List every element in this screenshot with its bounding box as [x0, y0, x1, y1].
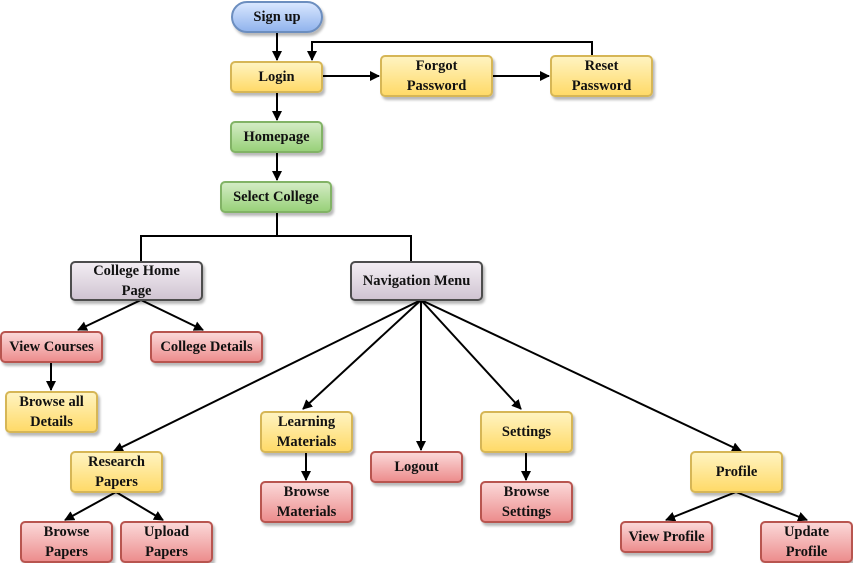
edge-navmenu-to-profile: [420, 299, 742, 452]
node-box-browsealldetails: [5, 391, 98, 433]
edge-navmenu-to-settings: [420, 299, 522, 410]
node-box-forgot: [380, 55, 493, 97]
node-label-collegehome-1: College Home: [93, 263, 180, 279]
node-label-forgot-2: Password: [407, 78, 467, 94]
node-box-collegedetails: [150, 331, 263, 363]
node-label-browsematerials-1: Browse: [284, 484, 330, 500]
node-box-login: [230, 61, 323, 93]
edge-collegehome-to-viewcourses: [77, 299, 142, 331]
node-label-homepage: Homepage: [243, 129, 310, 145]
edge-profile-to-viewprofile: [665, 491, 737, 522]
node-selectcollege: Select College: [220, 181, 332, 213]
node-label-research-2: Papers: [95, 474, 138, 490]
node-homepage: Homepage: [230, 121, 323, 153]
node-box-uploadpapers: [120, 521, 213, 563]
node-box-research: [70, 451, 163, 493]
node-navmenu: Navigation Menu: [350, 261, 483, 301]
node-label-learning-2: Materials: [277, 434, 337, 450]
node-label-browsepapers-1: Browse: [44, 524, 90, 540]
node-box-homepage: [230, 121, 323, 153]
node-label-reset-2: Password: [572, 78, 632, 94]
node-box-logout: [370, 451, 463, 483]
node-label-viewcourses: View Courses: [9, 339, 94, 355]
node-logout: Logout: [370, 451, 463, 483]
edge-profile-to-updateprofile: [735, 491, 808, 522]
node-box-collegehome: [70, 261, 203, 301]
node-box-updateprofile: [760, 521, 853, 563]
node-label-updateprofile-2: Profile: [786, 544, 828, 560]
node-label-browsematerials-2: Materials: [277, 504, 337, 520]
node-label-logout: Logout: [394, 459, 438, 475]
node-box-signup: [231, 1, 323, 33]
node-login: Login: [230, 61, 323, 93]
node-box-viewcourses: [0, 331, 103, 363]
node-label-uploadpapers-1: Upload: [144, 524, 189, 540]
node-label-browsealldetails-2: Details: [30, 414, 73, 430]
node-label-research-1: Research: [88, 454, 145, 470]
node-label-collegehome-2: Page: [122, 283, 152, 299]
node-settings: Settings: [480, 411, 573, 453]
node-profile: Profile: [690, 451, 783, 493]
node-box-browsepapers: [20, 521, 113, 563]
node-box-viewprofile: [620, 521, 713, 553]
edge-selectcollege-to-collegehome: [140, 212, 278, 262]
node-box-browsesettings: [480, 481, 573, 523]
node-box-settings: [480, 411, 573, 453]
node-label-collegedetails: College Details: [160, 339, 253, 355]
node-viewprofile: View Profile: [620, 521, 713, 553]
node-box-navmenu: [350, 261, 483, 301]
node-label-signup: Sign up: [253, 9, 300, 25]
node-label-browsesettings-1: Browse: [504, 484, 550, 500]
node-label-selectcollege: Select College: [233, 189, 319, 205]
node-signup: Sign up: [231, 1, 323, 33]
node-label-reset-1: Reset: [585, 58, 619, 74]
node-label-updateprofile-1: Update: [784, 524, 830, 540]
node-label-forgot-1: Forgot: [416, 58, 458, 74]
node-box-browsematerials: [260, 481, 353, 523]
node-label-browsepapers-2: Papers: [45, 544, 88, 560]
node-label-viewprofile: View Profile: [628, 529, 705, 545]
edge-navmenu-to-learning: [302, 299, 422, 410]
node-box-selectcollege: [220, 181, 332, 213]
node-label-browsealldetails-1: Browse all: [19, 394, 84, 410]
node-collegedetails: College Details: [150, 331, 263, 363]
edge-reset-to-login: [307, 41, 593, 61]
node-box-profile: [690, 451, 783, 493]
edge-research-to-browsepapers: [64, 491, 117, 521]
node-label-learning-1: Learning: [278, 414, 336, 430]
node-label-uploadpapers-2: Papers: [145, 544, 188, 560]
connectors: [46, 32, 808, 522]
edge-selectcollege-to-navmenu: [277, 235, 412, 262]
node-label-login: Login: [258, 69, 294, 85]
node-label-browsesettings-2: Settings: [502, 504, 552, 520]
node-viewcourses: View Courses: [0, 331, 103, 363]
edge-collegehome-to-collegedetails: [140, 299, 204, 331]
node-label-profile: Profile: [716, 464, 758, 480]
edge-navmenu-to-research: [113, 299, 422, 452]
node-box-learning: [260, 411, 353, 453]
node-label-navmenu: Navigation Menu: [363, 273, 471, 289]
node-box-reset: [550, 55, 653, 97]
node-label-settings: Settings: [502, 424, 552, 440]
edge-research-to-uploadpapers: [115, 491, 164, 521]
